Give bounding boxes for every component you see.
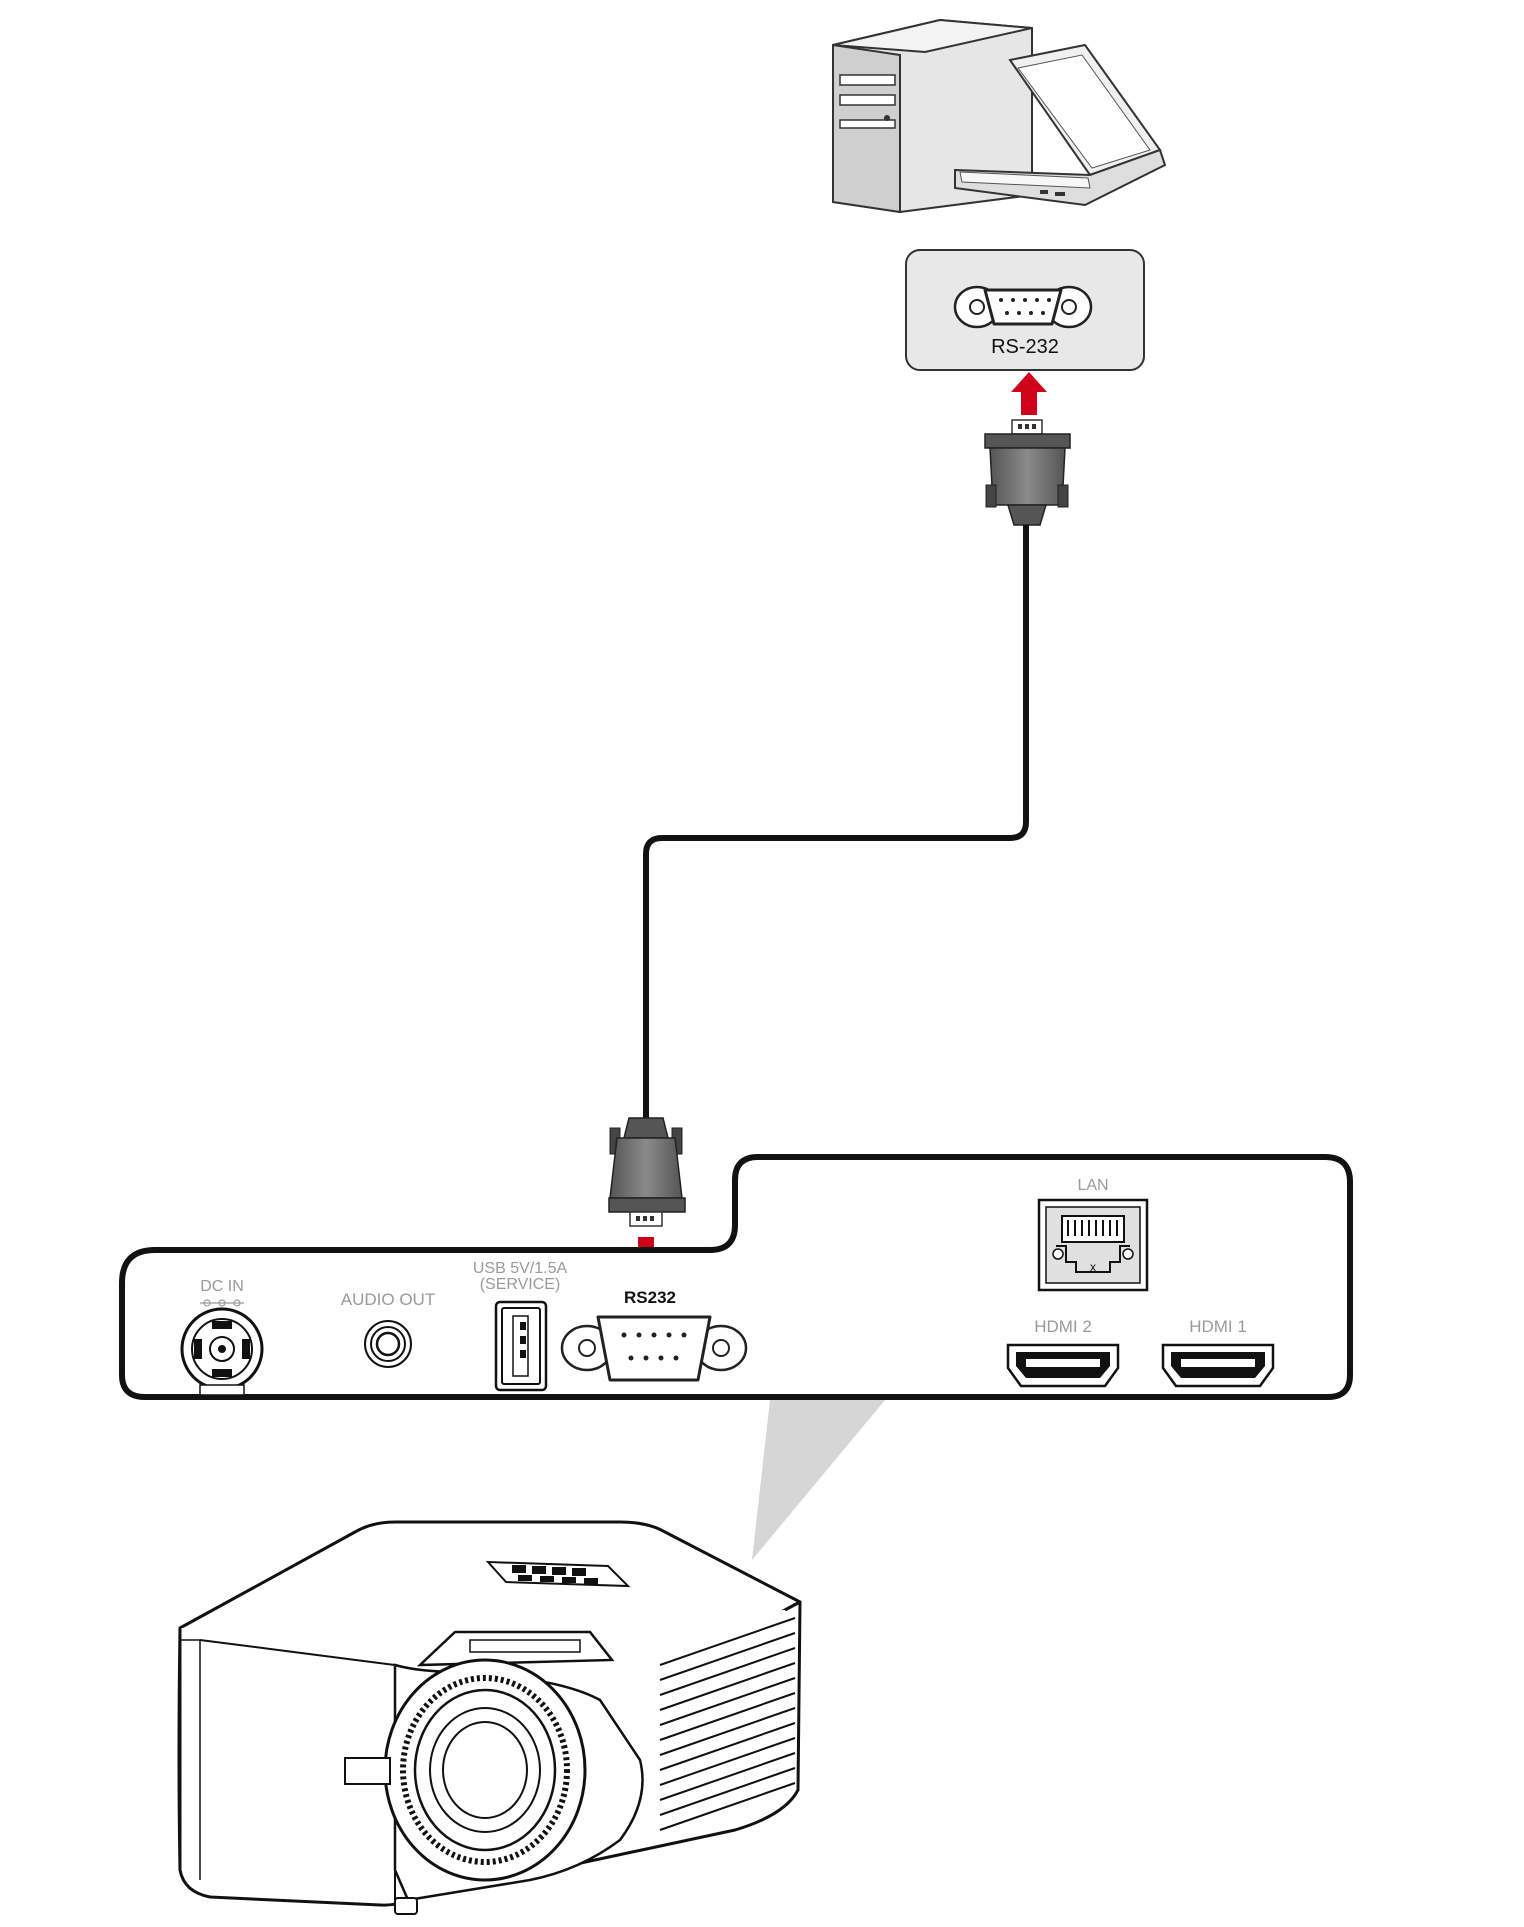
projector-icon [177,1520,802,1915]
usb-port: USB 5V/1.5A (SERVICE) [473,1260,568,1392]
hdmi2-label: HDMI 2 [1034,1317,1092,1336]
desktop-tower-icon [832,18,1033,214]
projector-lens [383,1658,587,1882]
usb-label-line2: (SERVICE) [480,1276,561,1293]
callout-wedge [752,1400,885,1560]
pc-port-label: RS-232 [991,336,1059,358]
lan-mark: x [1090,1260,1096,1274]
audio-out-label: AUDIO OUT [341,1290,435,1309]
projector-rs232-port: RS232 [560,1288,748,1382]
hdmi-port-icon [1006,1343,1120,1388]
lan-label: LAN [1077,1177,1108,1194]
keypad [485,1560,631,1588]
computer-illustration [832,18,1167,214]
hdmi-port-icon [1161,1343,1275,1388]
pc-rs232-port-panel: RS-232 [905,249,1145,371]
db9-connector-icon [560,1315,748,1382]
laptop-icon [954,43,1167,207]
rs232-cable [643,525,1029,1118]
dc-in-port: DC IN [180,1278,264,1396]
rs232-label: RS232 [624,1288,676,1307]
db9-cable-connector-top [984,419,1071,526]
hdmi1-port: HDMI 1 [1161,1317,1275,1388]
projector-vents [659,1617,796,1831]
dc-in-label: DC IN [200,1278,244,1295]
audio-out-port: AUDIO OUT [341,1290,435,1368]
hdmi1-label: HDMI 1 [1189,1317,1247,1336]
red-arrow-icon [1011,372,1047,415]
hdmi2-port: HDMI 2 [1006,1317,1120,1388]
db9-cable-connector-bottom [608,1117,686,1227]
usb-label-line1: USB 5V/1.5A [473,1260,568,1277]
rj45-port-icon: x [1037,1198,1149,1292]
usb-a-port-icon [494,1300,548,1392]
db9-connector-icon [953,285,1093,329]
lan-port: LAN x [1037,1177,1149,1292]
